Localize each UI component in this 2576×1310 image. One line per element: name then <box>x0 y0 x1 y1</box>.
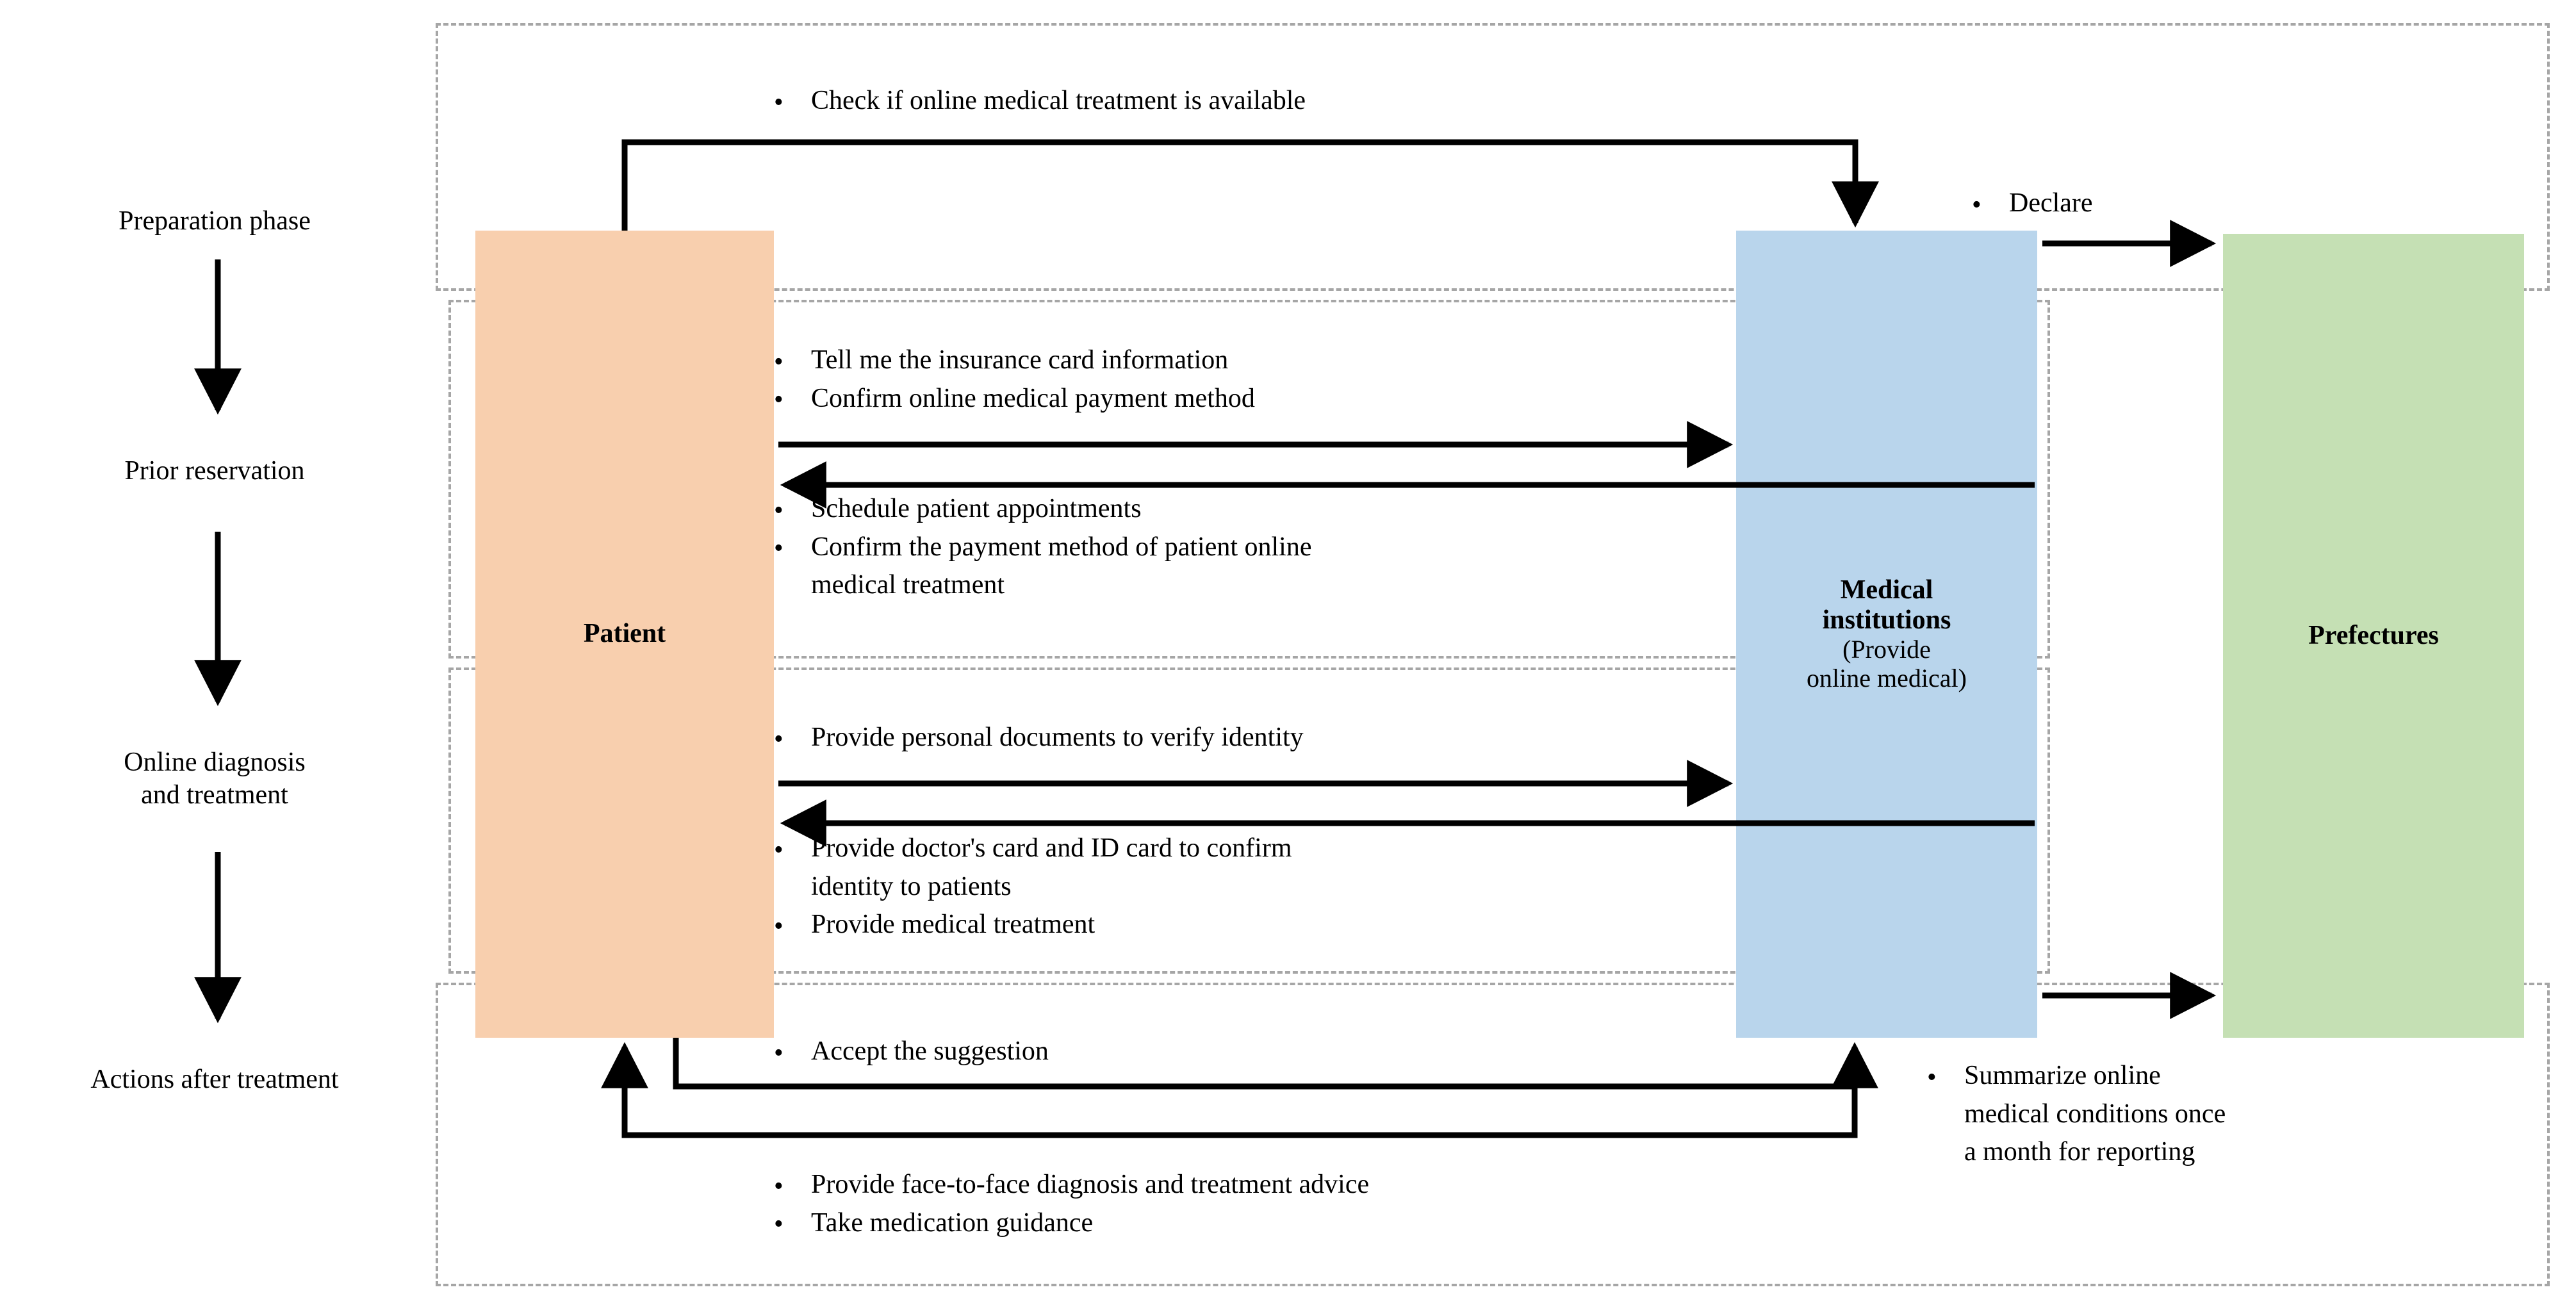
message-provide-personal-documents: Provide personal documents to verify ide… <box>811 723 1304 752</box>
phase-label-prior-reservation-text: Prior reservation <box>124 456 305 486</box>
bullet-icon: • <box>774 724 783 754</box>
actor-box-medical-institutions[interactable]: Medical institutions (Provide online med… <box>1736 231 2037 1038</box>
bullet-icon: • <box>774 1171 783 1201</box>
bullet-icon: • <box>1972 190 1981 220</box>
bullet-icon: • <box>774 495 783 525</box>
phase-label-preparation: Preparation phase <box>13 205 416 238</box>
message-check-availability-text: Check if online medical treatment is ava… <box>811 86 1306 115</box>
message-summarize-report: • Summarize online medical conditions on… <box>1916 1057 2556 1172</box>
phase-label-online-diagnosis-line1: Online diagnosis <box>124 748 306 777</box>
bullet-icon: • <box>774 1209 783 1240</box>
actor-box-patient[interactable]: Patient <box>475 231 774 1038</box>
phase-label-after-treatment: Actions after treatment <box>6 1063 423 1096</box>
phase-container-preparation <box>436 23 2550 291</box>
phase-container-after-treatment <box>436 983 2550 1286</box>
actor-label-medical-institutions-line1: Medical <box>1840 575 1933 605</box>
bullet-icon: • <box>774 385 783 415</box>
message-summarize-line2: medical conditions once <box>1964 1099 2226 1129</box>
message-provide-doctor-card-line2: identity to patients <box>811 871 1012 901</box>
message-reservation-mi-to-patient: • Schedule patient appointments • Confir… <box>762 490 1312 605</box>
message-check-availability: • Check if online medical treatment is a… <box>762 82 1306 120</box>
bullet-icon: • <box>1927 1062 1937 1092</box>
phase-label-online-diagnosis: Online diagnosis and treatment <box>13 746 416 812</box>
message-declare: • Declare <box>1960 184 2093 223</box>
message-face-to-face-advice: Provide face-to-face diagnosis and treat… <box>811 1170 1370 1199</box>
actor-sublabel-provide-line1: (Provide <box>1842 635 1931 664</box>
bullet-icon: • <box>774 534 783 564</box>
phase-container-prior-reservation <box>448 300 2050 659</box>
message-take-medication-guidance: Take medication guidance <box>811 1208 1094 1238</box>
phase-label-prior-reservation: Prior reservation <box>13 455 416 487</box>
phase-container-online-diagnosis <box>448 667 2050 974</box>
actor-label-medical-institutions-line2: institutions <box>1822 605 1951 635</box>
actor-box-prefectures[interactable]: Prefectures <box>2223 234 2524 1038</box>
actor-label-prefectures: Prefectures <box>2308 620 2439 650</box>
message-diagnosis-patient-to-mi: • Provide personal documents to verify i… <box>762 719 1304 757</box>
actor-sublabel-provide-line2: online medical) <box>1807 664 1967 693</box>
bullet-icon: • <box>774 347 783 377</box>
message-provide-doctor-card-line1: Provide doctor's card and ID card to con… <box>811 833 1292 863</box>
bullet-icon: • <box>774 835 783 865</box>
phase-label-after-treatment-text: Actions after treatment <box>90 1065 339 1094</box>
message-summarize-line1: Summarize online <box>1964 1061 2161 1090</box>
message-reservation-patient-to-mi: • Tell me the insurance card information… <box>762 341 1255 418</box>
message-diagnosis-mi-to-patient: • Provide doctor's card and ID card to c… <box>762 830 1292 944</box>
message-summarize-line3: a month for reporting <box>1964 1137 2195 1167</box>
message-confirm-payment-method: Confirm online medical payment method <box>811 383 1255 413</box>
message-confirm-patient-payment-line2: medical treatment <box>811 570 1005 600</box>
bullet-icon: • <box>774 911 783 941</box>
message-declare-text: Declare <box>2009 188 2093 218</box>
actor-label-patient: Patient <box>583 619 666 649</box>
message-insurance-card-info: Tell me the insurance card information <box>811 345 1229 375</box>
message-confirm-patient-payment-line1: Confirm the payment method of patient on… <box>811 532 1312 562</box>
message-accept-suggestion-text: Accept the suggestion <box>811 1036 1049 1066</box>
message-accept-suggestion: • Accept the suggestion <box>762 1033 1049 1071</box>
message-face-to-face: • Provide face-to-face diagnosis and tre… <box>762 1166 1369 1242</box>
phase-label-online-diagnosis-line2: and treatment <box>141 780 288 810</box>
phase-label-preparation-text: Preparation phase <box>119 206 311 236</box>
message-schedule-appointments: Schedule patient appointments <box>811 494 1142 523</box>
message-provide-medical-treatment: Provide medical treatment <box>811 910 1095 940</box>
bullet-icon: • <box>774 1038 783 1068</box>
bullet-icon: • <box>774 87 783 117</box>
